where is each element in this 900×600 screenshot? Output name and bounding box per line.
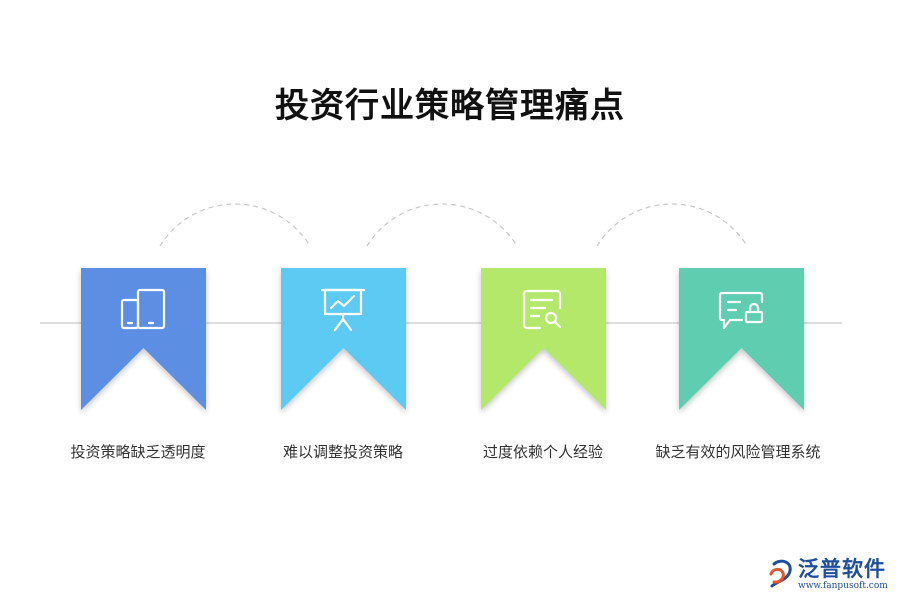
brand-logo: 泛普软件 www.fanpusoft.com xyxy=(768,552,894,596)
presentation-chart-icon xyxy=(320,288,366,332)
ribbon-banner-4 xyxy=(679,268,804,410)
brand-mark-icon xyxy=(769,559,792,588)
connector-arc-1 xyxy=(159,203,311,247)
tablet-devices-icon xyxy=(120,288,166,330)
pain-point-label-4: 缺乏有效的风险管理系统 xyxy=(655,443,821,461)
pain-point-label-2: 难以调整投资策略 xyxy=(282,443,403,461)
brand-name: 泛普软件 xyxy=(798,557,886,581)
ribbon-banner-3 xyxy=(481,268,606,410)
pain-point-label-3: 过度依赖个人经验 xyxy=(482,443,603,461)
pain-point-label-1: 投资策略缺乏透明度 xyxy=(70,443,206,461)
page-title: 投资行业策略管理痛点 xyxy=(275,86,625,126)
connector-arc-2 xyxy=(366,203,518,247)
connector-arc-3 xyxy=(596,203,748,247)
document-search-icon xyxy=(522,289,562,330)
ribbon-banner-1 xyxy=(81,268,206,410)
brand-url: www.fanpusoft.com xyxy=(798,581,888,591)
ribbon-banner-2 xyxy=(281,268,406,410)
message-lock-icon xyxy=(718,291,764,330)
